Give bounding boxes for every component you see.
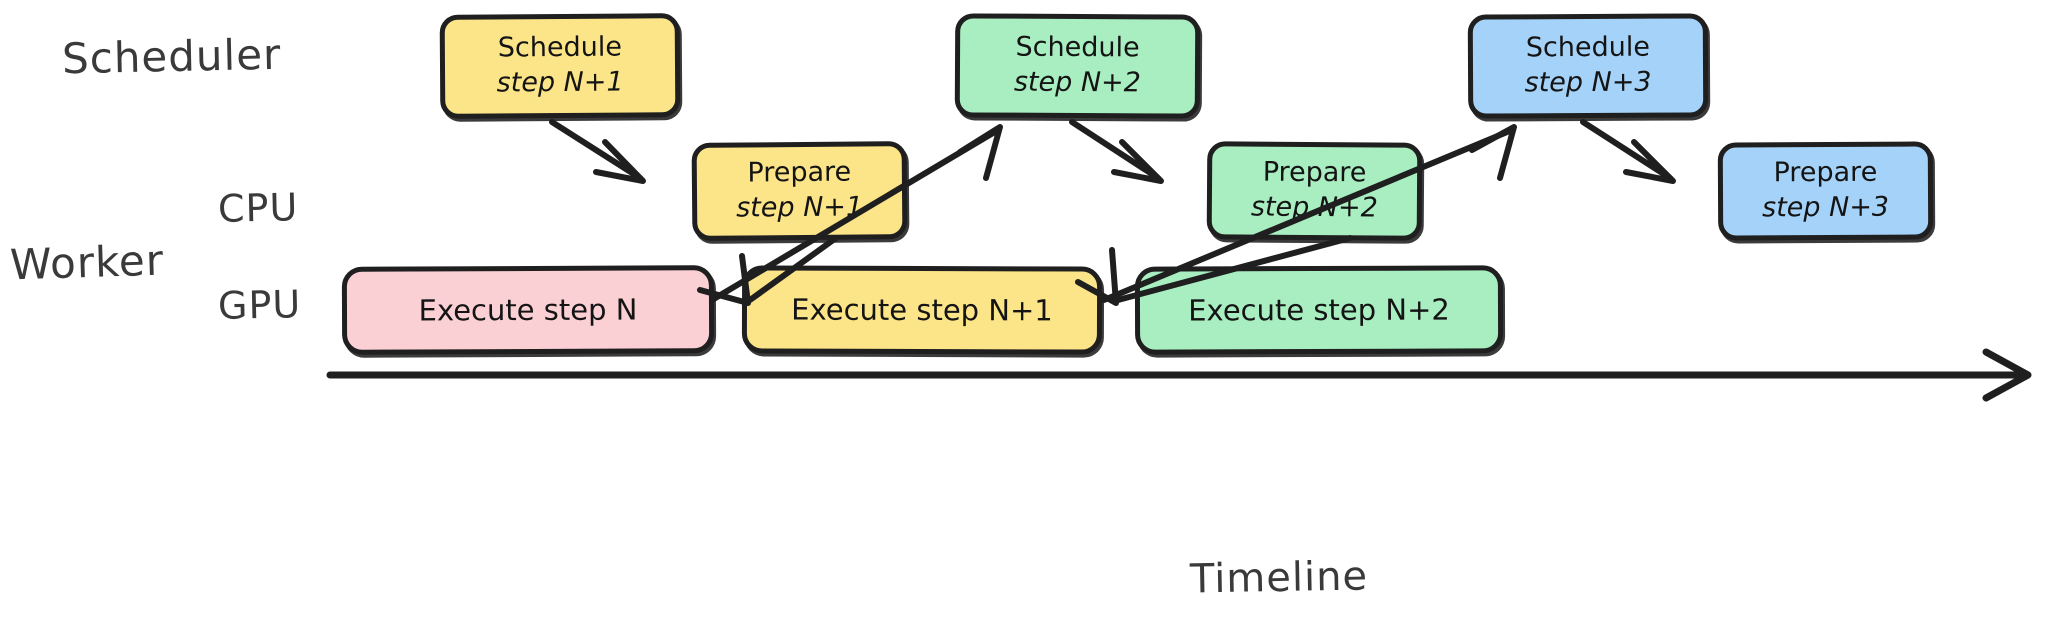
node-line1: Prepare [747, 157, 852, 189]
timeline-axis [326, 348, 2032, 402]
bar-execute-step-n2[interactable]: Execute step N+2 [1134, 265, 1504, 355]
node-schedule-step-n3[interactable]: Schedule step N+3 [1467, 13, 1709, 119]
node-prepare-step-n3[interactable]: Prepare step N+3 [1717, 141, 1934, 241]
node-prepare-step-n1[interactable]: Prepare step N+1 [691, 141, 908, 241]
lane-label-cpu: CPU [217, 185, 299, 231]
node-line1: Prepare [1773, 157, 1878, 189]
timeline-axis-label: Timeline [1189, 553, 1369, 603]
lane-label-scheduler: Scheduler [61, 29, 282, 84]
arrow-schedule-n3-to-prepare-n3 [1580, 119, 1676, 184]
lane-label-gpu: GPU [217, 282, 302, 328]
bar-execute-step-n[interactable]: Execute step N [341, 265, 715, 355]
arrow-schedule-n1-to-prepare-n1 [549, 119, 646, 184]
bar-label: Execute step N [418, 292, 638, 328]
node-line2: step N+3 [1524, 66, 1652, 99]
node-line2: step N+2 [1013, 66, 1141, 99]
bar-label: Execute step N+2 [1188, 292, 1450, 328]
arrow-schedule-n2-to-prepare-n2 [1069, 119, 1164, 184]
node-schedule-step-n2[interactable]: Schedule step N+2 [954, 13, 1201, 119]
node-line1: Schedule [497, 32, 623, 64]
bar-label: Execute step N+1 [791, 292, 1053, 328]
node-prepare-step-n2[interactable]: Prepare step N+2 [1206, 141, 1423, 241]
node-line1: Prepare [1262, 157, 1367, 189]
node-line2: step N+2 [1250, 191, 1378, 224]
bar-execute-step-n1[interactable]: Execute step N+1 [741, 265, 1103, 355]
node-line1: Schedule [1525, 32, 1651, 64]
node-line2: step N+1 [736, 191, 864, 224]
lane-label-worker: Worker [9, 235, 165, 290]
node-line2: step N+1 [496, 66, 624, 99]
node-schedule-step-n1[interactable]: Schedule step N+1 [439, 13, 681, 119]
node-line1: Schedule [1015, 32, 1140, 64]
node-line2: step N+3 [1762, 191, 1890, 224]
